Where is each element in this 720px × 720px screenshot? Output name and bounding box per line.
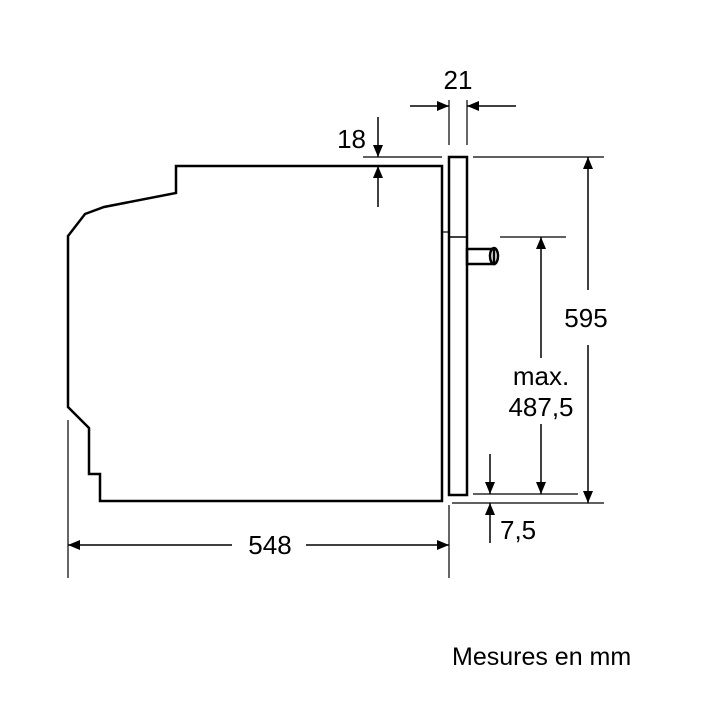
dimension-label-7-5: 7,5 [500,515,536,545]
dimension-depth: 548 [68,530,449,560]
dimension-panel-thickness: 21 [410,65,516,111]
oven-handle [465,246,500,266]
dimension-label-max: max. [513,361,569,391]
dimension-label-18: 18 [337,124,366,154]
oven-front-panel [443,155,469,497]
oven-body-outline [66,164,444,503]
dimension-top-offset: 18 [337,117,383,207]
dimension-total-height: 595 [564,157,608,503]
dimension-label-21: 21 [444,65,473,95]
dimension-label-487-5: 487,5 [508,392,573,422]
dimension-label-595: 595 [564,303,607,333]
dimension-bottom-offset: 7,5 [485,454,536,545]
extension-lines [67,100,604,578]
dimension-label-548: 548 [248,530,291,560]
dimension-max-height: max. 487,5 [508,237,574,494]
units-caption: Mesures en mm [452,643,632,671]
